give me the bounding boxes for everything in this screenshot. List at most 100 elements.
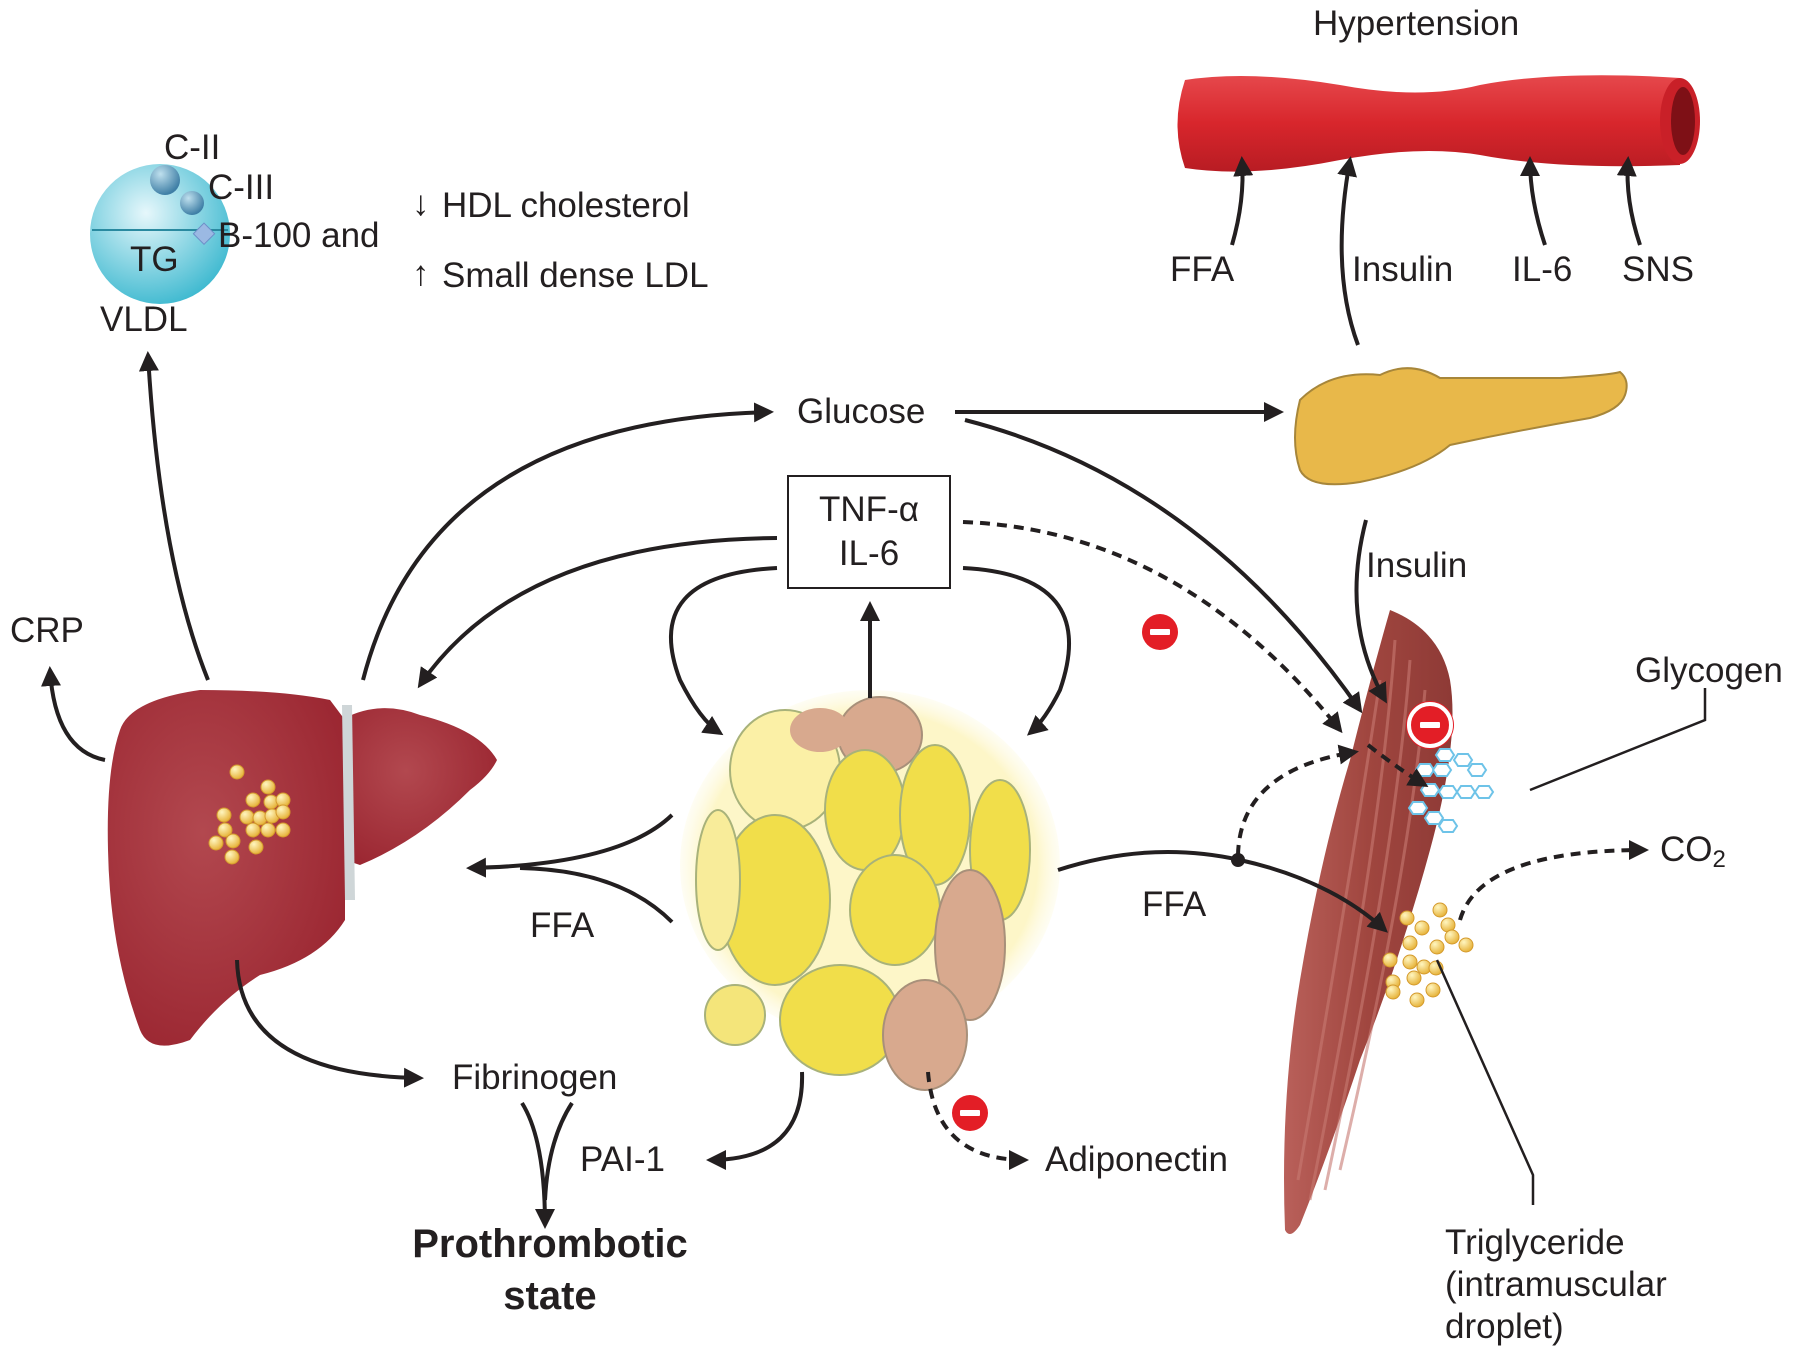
lipid-droplet <box>1402 954 1418 970</box>
lipid-droplet <box>260 779 276 795</box>
muscle-lipid-droplets <box>1382 902 1474 1008</box>
triglyceride-line2: (intramuscular <box>1445 1265 1667 1304</box>
co2-text: CO <box>1660 830 1713 869</box>
arrow-sns-to-vessel <box>1616 156 1642 246</box>
ffa-liver-label: FFA <box>530 906 595 945</box>
apo-b100-label: B-100 and <box>218 216 380 255</box>
lipid-droplet <box>217 822 233 838</box>
vldl-particle <box>90 164 230 304</box>
lipid-droplet <box>1399 910 1415 926</box>
apo-c3-sphere <box>180 191 204 215</box>
lipid-droplet <box>1444 929 1460 945</box>
lipid-droplet <box>1429 939 1445 955</box>
il6-vessel-label: IL-6 <box>1512 250 1573 289</box>
il6-label: IL-6 <box>838 534 900 573</box>
lipid-droplet <box>208 835 224 851</box>
triglyceride-label: Triglyceride (intramuscular droplet) <box>1445 1222 1667 1348</box>
inhibitory-dashed-arrows <box>926 520 1649 1170</box>
crp-label: CRP <box>10 611 84 650</box>
pathway-arrows <box>41 156 1707 1229</box>
hypertension-label: Hypertension <box>1313 4 1520 43</box>
arrow-ffa-to-liver <box>466 813 674 878</box>
ldl-label: Small dense LDL <box>442 256 709 295</box>
glucose-label: Glucose <box>797 392 926 431</box>
ffa-vessel-label: FFA <box>1170 250 1235 289</box>
lipid-droplet <box>1458 937 1474 953</box>
inhibition-icon <box>1407 702 1453 748</box>
adiponectin-label: Adiponectin <box>1045 1140 1228 1179</box>
lipid-droplet <box>260 822 276 838</box>
ffa-branch-point <box>1231 853 1245 867</box>
lipid-droplet <box>224 849 240 865</box>
lipid-droplet <box>275 822 291 838</box>
apo-c3-label: C-III <box>208 168 275 207</box>
liver <box>107 690 497 1046</box>
lipid-droplet <box>245 792 261 808</box>
arrow-cytokines-to-liver <box>417 536 778 689</box>
liver-lipid-droplets <box>208 764 291 865</box>
arrow-triglyceride-to-co2-dashed <box>1458 840 1649 921</box>
glycogen-granule <box>1437 785 1459 799</box>
arrow-ffa-to-vessel <box>1230 156 1254 246</box>
triglyceride-line3: droplet) <box>1445 1307 1564 1346</box>
hdl-down-arrow-icon: ↓ <box>412 184 430 223</box>
lipid-droplet <box>1382 952 1398 968</box>
glycogen-granule <box>1407 801 1429 815</box>
glycogen-granule <box>1437 819 1459 833</box>
triglyceride-line1: Triglyceride <box>1445 1223 1625 1262</box>
lipid-droplet <box>225 833 241 849</box>
triglyceride-leader <box>1435 959 1535 1205</box>
adipose-tissue <box>680 690 1060 1091</box>
glycogen-granule <box>1431 763 1453 777</box>
prothrombotic-line2: state <box>503 1274 597 1318</box>
glycogen-leader <box>1529 688 1707 792</box>
arrow-ffa-to-muscle-dashed <box>1236 744 1359 856</box>
arrow-il6-to-vessel <box>1520 156 1547 246</box>
glycogen-granule <box>1423 811 1445 825</box>
arrow-liver-to-vldl <box>138 351 210 681</box>
fibrinogen-label: Fibrinogen <box>452 1058 618 1097</box>
pai1-label: PAI-1 <box>580 1140 665 1179</box>
arrow-insulin-to-vessel <box>1337 156 1360 346</box>
lipid-droplet <box>239 809 255 825</box>
glycogen-granule <box>1455 785 1477 799</box>
glycogen-label: Glycogen <box>1635 651 1783 690</box>
ldl-up-arrow-icon: ↑ <box>412 254 430 293</box>
tnf-alpha-label: TNF-α <box>819 490 919 530</box>
inhibition-icon <box>952 1095 988 1131</box>
insulin-vessel-label: Insulin <box>1352 250 1454 289</box>
lipid-droplet <box>1414 920 1430 936</box>
glycogen-granule <box>1452 753 1474 767</box>
hdl-label: HDL cholesterol <box>442 186 690 225</box>
apo-c2-label: C-II <box>164 128 221 167</box>
arrow-cytokines-to-muscle-dashed <box>962 520 1343 734</box>
lipid-droplet <box>1425 982 1441 998</box>
ffa-muscle-label: FFA <box>1142 885 1207 924</box>
inhibition-icon <box>1142 614 1178 650</box>
lipid-droplet <box>229 764 245 780</box>
arrow-pancreas-insulin-to-muscle <box>1354 519 1387 704</box>
prothrombotic-state-label: Prothrombotic state <box>385 1218 715 1322</box>
insulin-muscle-label: Insulin <box>1366 546 1468 585</box>
arrow-glucose-to-muscle <box>964 418 1363 714</box>
lipid-droplet <box>275 804 291 820</box>
co2-subscript: 2 <box>1712 846 1726 873</box>
prothrombotic-line1: Prothrombotic <box>412 1222 688 1266</box>
glycogen-granule <box>1414 763 1436 777</box>
co2-label: CO2 <box>1660 832 1726 872</box>
glycogen-granule <box>1434 748 1456 762</box>
lipid-droplet <box>245 822 261 838</box>
arrow-to-prothrombotic <box>520 1101 555 1229</box>
glycogen-granule <box>1473 785 1495 799</box>
lipid-droplet <box>1409 992 1425 1008</box>
arrow-adipose-to-pai1 <box>706 1071 805 1170</box>
lipid-droplet <box>1402 935 1418 951</box>
apo-c2-sphere <box>150 165 180 195</box>
arrow-muscle-to-glycogen-dashed <box>1366 743 1429 788</box>
apo-b100-diamond <box>192 222 216 246</box>
arrow-liver-to-crp <box>41 666 106 762</box>
arrow-liver-to-glucose <box>361 402 774 681</box>
vldl-label: VLDL <box>100 300 188 339</box>
